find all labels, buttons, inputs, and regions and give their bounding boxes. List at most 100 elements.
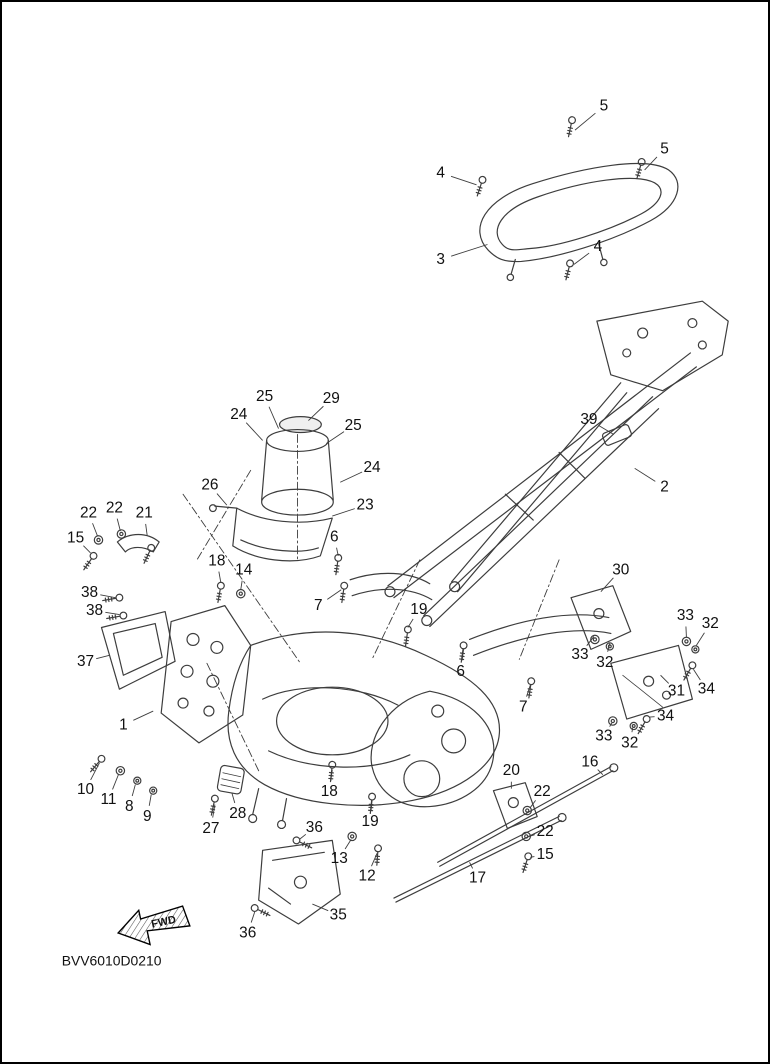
callout-1: 1 [119,716,128,733]
leader-line [250,911,256,923]
fastener [80,550,99,573]
fastener [401,625,413,648]
grab-rail [479,162,679,282]
fastener [473,174,488,198]
leader-line [336,547,339,556]
bracket-35 [258,839,341,925]
leader-line [218,571,222,583]
leader-line [327,589,342,600]
callout-30: 30 [612,561,629,578]
callout-15: 15 [537,846,554,863]
fastener [101,593,124,605]
fastener [519,851,534,875]
callout-22: 22 [106,500,123,517]
callout-31: 31 [668,683,685,700]
leader-line [148,794,152,806]
leader-line [240,580,243,590]
upper-left-hardware [80,529,160,573]
fastener [326,760,337,783]
callout-34: 34 [657,708,675,725]
fastener [235,588,246,599]
callout-12: 12 [359,868,376,885]
callout-3: 3 [436,251,445,268]
leader-line [529,834,535,837]
callout-32: 32 [621,734,638,751]
fwd-label: FWD [150,914,177,931]
leader-line [90,762,100,781]
leader-line [112,774,119,790]
fastener [681,636,692,647]
callout-24: 24 [230,406,248,423]
leader-line [695,632,705,646]
callout-2: 2 [660,479,669,496]
construction-lines [182,434,560,772]
leader-line [660,674,670,684]
callout-22: 22 [534,783,551,800]
callout-5: 5 [600,98,609,115]
callout-37: 37 [77,653,94,670]
leader-line [609,722,613,727]
callout-8: 8 [125,798,134,815]
callout-36: 36 [239,924,256,941]
leader-line [326,431,345,444]
fastener [149,786,158,795]
callout-35: 35 [330,907,347,924]
leader-line [330,769,333,781]
leader-line [340,471,363,483]
damper-assembly [207,764,245,817]
leader-line [461,649,465,661]
fastener [564,115,577,138]
leader-line [105,611,120,616]
leader-line [312,903,329,912]
leader-line [370,800,373,811]
callout-25: 25 [256,388,273,405]
callout-15: 15 [67,529,84,546]
leader-line [308,405,324,421]
frame-drawing [80,115,729,925]
leader-line [216,493,228,506]
leader-line [212,804,216,818]
leader-line [92,523,98,537]
callout-22: 22 [80,505,97,522]
callout-6: 6 [330,528,339,545]
callout-36: 36 [306,819,323,836]
callout-5: 5 [660,141,669,158]
callout-23: 23 [357,497,374,514]
leader-line [371,853,378,867]
leader-line [116,518,121,532]
callout-19: 19 [410,601,427,618]
callout-17: 17 [469,870,486,887]
leader-line [597,769,604,776]
callout-26: 26 [201,477,218,494]
callout-4: 4 [436,164,445,181]
callout-7: 7 [519,699,528,716]
leader-line [631,727,634,733]
leader-line [133,710,154,721]
callout-6: 6 [456,663,465,680]
leader-line [526,685,531,697]
callout-28: 28 [229,805,246,822]
callout-21: 21 [136,505,153,522]
fastener [133,776,142,785]
leader-line [530,856,535,858]
callout-18: 18 [321,783,338,800]
callout-10: 10 [77,781,94,798]
callout-27: 27 [202,820,219,837]
leader-line [586,636,595,646]
callout-38: 38 [81,584,98,601]
fastener [337,581,349,604]
fastener [629,721,638,731]
callout-19: 19 [362,813,379,830]
leader-line [268,406,279,429]
callout-22: 22 [537,823,554,840]
callout-38: 38 [86,602,103,619]
fastener [372,844,383,867]
callout-29: 29 [323,390,340,407]
callout-4: 4 [594,238,603,255]
callout-33: 33 [595,727,612,744]
leader-line [607,643,611,652]
leader-line [644,156,658,171]
